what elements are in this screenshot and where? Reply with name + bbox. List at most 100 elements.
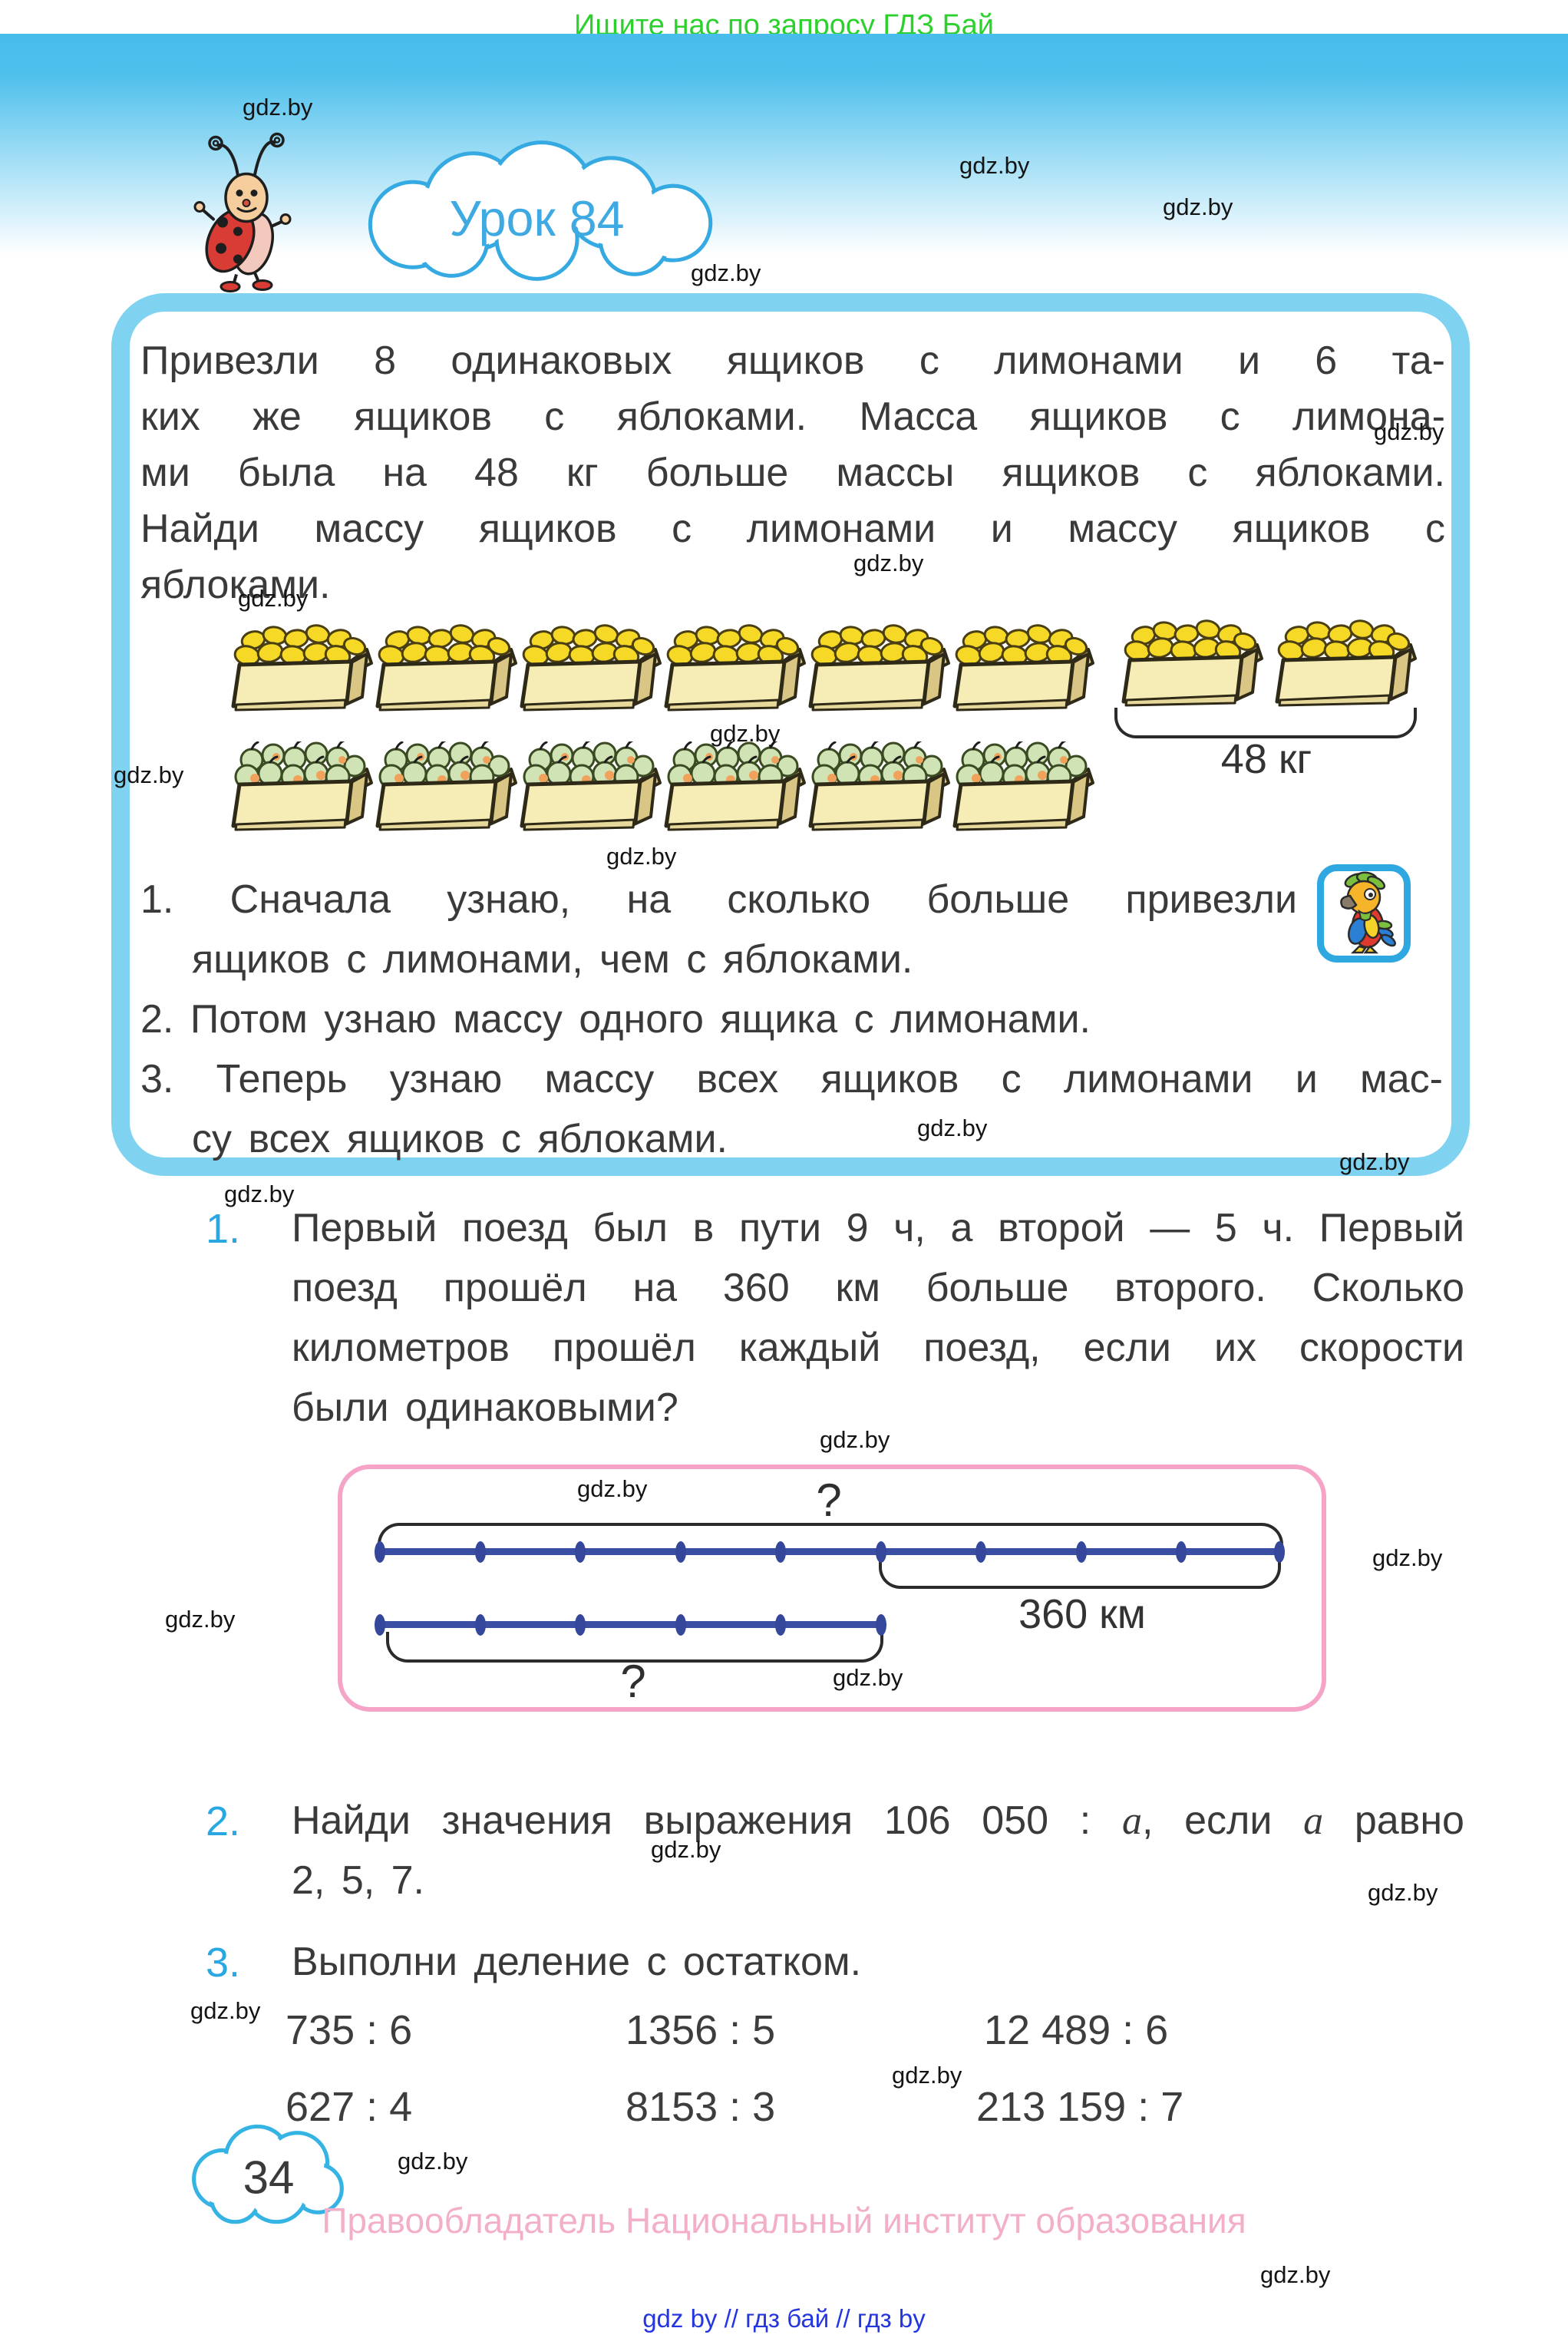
train2-dot [375, 1614, 385, 1636]
problem2-text: равно [1323, 1798, 1464, 1843]
train2-dot [775, 1614, 786, 1636]
train1-dot [876, 1541, 886, 1563]
step-text: Потом узнаю массу одного ящика с лимонам… [190, 997, 1091, 1042]
train1-dot [375, 1541, 385, 1563]
lemon-box-illustration [375, 623, 520, 712]
diagram-top-bracket [378, 1523, 1283, 1555]
lesson-title: Урок 84 [449, 190, 624, 246]
diagram-bottom-question: ? [620, 1656, 646, 1707]
train1-dot [975, 1541, 986, 1563]
problem-text-line: ми была на 48 кг больше массы ящиков с я… [140, 451, 1445, 495]
step-number: 3. [140, 1057, 174, 1101]
variable-a: a [1121, 1799, 1142, 1843]
train2-dot [675, 1614, 686, 1636]
watermark: gdz.by [959, 152, 1030, 179]
solution-step-wrap: ящиков с лимонами, чем с яблоками. [192, 937, 913, 982]
problem-text-line: Привезли 8 одинаковых ящиков с лимонами … [140, 338, 1445, 383]
watermark: gdz.by [243, 94, 313, 121]
division-exercise: 213 159 : 7 [976, 2084, 1184, 2130]
train2-line [378, 1621, 884, 1628]
lemon-box-illustration [807, 623, 953, 712]
train1-dot [575, 1541, 586, 1563]
train1-dot [1176, 1541, 1187, 1563]
lemon-box-illustration [952, 623, 1098, 712]
step-text: Теперь узнаю массу всех ящиков с лимонам… [216, 1057, 1444, 1101]
watermark: gdz.by [577, 1475, 648, 1502]
watermark: gdz.by [224, 1181, 295, 1207]
step-text: Сначала узнаю, на сколько больше привезл… [229, 877, 1298, 922]
division-exercise: 8153 : 3 [626, 2084, 776, 2130]
ladybug-icon [193, 132, 292, 292]
problem2-line: Найди значения выражения 106 050 : a, ес… [292, 1798, 1464, 1844]
train1-dot [1076, 1541, 1087, 1563]
diagram-bottom-bracket [386, 1632, 883, 1663]
watermark: gdz.by [165, 1606, 236, 1633]
problem2-number: 2. [206, 1798, 241, 1844]
watermark: gdz.by [1374, 418, 1444, 445]
watermark: gdz.by [1260, 2261, 1331, 2288]
train1-dot [675, 1541, 686, 1563]
solution-step: 3. Теперь узнаю массу всех ящиков с лимо… [140, 1056, 1443, 1102]
problem-text-line: Найди массу ящиков с лимонами и массу ящ… [140, 507, 1445, 551]
division-exercise: 627 : 4 [286, 2084, 413, 2130]
parrot-badge [1317, 864, 1411, 963]
watermark: gdz.by [238, 585, 309, 612]
division-exercise: 1356 : 5 [626, 2007, 776, 2053]
watermark: gdz.by [651, 1836, 721, 1863]
watermark: gdz.by [853, 550, 924, 576]
problem-text-line: яблоками. [140, 563, 331, 607]
apple-box-illustration [952, 741, 1098, 832]
solution-step: 1. Сначала узнаю, на сколько больше прив… [140, 877, 1297, 923]
problem1-line: поезд прошёл на 360 км больше второго. С… [292, 1266, 1464, 1310]
solution-step-wrap: су всех ящиков с яблоками. [192, 1117, 728, 1161]
problem1-number: 1. [206, 1206, 241, 1252]
footer-links[interactable]: gdz by // гдз бай // гдз by [642, 2304, 926, 2333]
problem3-title: Выполни деление с остатком. [292, 1940, 862, 1984]
train1-dot [1274, 1541, 1285, 1563]
copyright-text: Правообладатель Национальный институт об… [322, 2201, 1246, 2241]
watermark: gdz.by [1372, 1544, 1443, 1571]
lemon-box-illustration [230, 623, 376, 712]
apple-box-illustration [519, 741, 665, 832]
parrot-icon [1340, 871, 1396, 954]
lemon-box-illustration [1121, 619, 1266, 707]
apple-box-illustration [230, 741, 376, 832]
train1-dot [475, 1541, 486, 1563]
page-number-cloud: 34 [192, 2124, 344, 2224]
watermark: gdz.by [691, 259, 761, 286]
task-box [111, 293, 1470, 1176]
watermark: gdz.by [820, 1426, 890, 1453]
train2-dot [575, 1614, 586, 1636]
watermark: gdz.by [710, 720, 781, 747]
watermark: gdz.by [1163, 193, 1233, 220]
watermark: gdz.by [833, 1664, 903, 1691]
division-exercise: 735 : 6 [286, 2007, 413, 2053]
problem3-number: 3. [206, 1940, 241, 1986]
page-number: 34 [243, 2151, 295, 2203]
problem2-text: , если [1141, 1798, 1304, 1843]
solution-step: 2. Потом узнаю массу одного ящика с лимо… [140, 996, 1091, 1042]
diagram-top-question: ? [816, 1474, 842, 1526]
diagram-360-label: 360 км [1018, 1591, 1146, 1637]
train2-dot [475, 1614, 486, 1636]
apple-box-illustration [807, 741, 953, 832]
problem2-text: Найди значения выражения 106 050 : [292, 1798, 1122, 1843]
lesson-title-cloud: Урок 84 [368, 140, 713, 281]
watermark: gdz.by [114, 761, 184, 788]
variable-a: a [1303, 1799, 1324, 1843]
watermark: gdz.by [1339, 1148, 1410, 1175]
watermark: gdz.by [1368, 1879, 1438, 1906]
apple-box-illustration [663, 741, 809, 832]
diagram-360-bracket [879, 1558, 1281, 1589]
step-number: 2. [140, 997, 174, 1042]
problem1-line: километров прошёл каждый поезд, если их … [292, 1326, 1464, 1370]
division-exercise: 12 489 : 6 [984, 2007, 1169, 2053]
apple-box-illustration [375, 741, 520, 832]
watermark: gdz.by [606, 843, 677, 870]
lemon-box-illustration [519, 623, 665, 712]
problem1-line: были одинаковыми? [292, 1385, 678, 1430]
watermark: gdz.by [190, 1997, 261, 2024]
train1-dot [775, 1541, 786, 1563]
mass-difference-bracket [1114, 708, 1417, 738]
